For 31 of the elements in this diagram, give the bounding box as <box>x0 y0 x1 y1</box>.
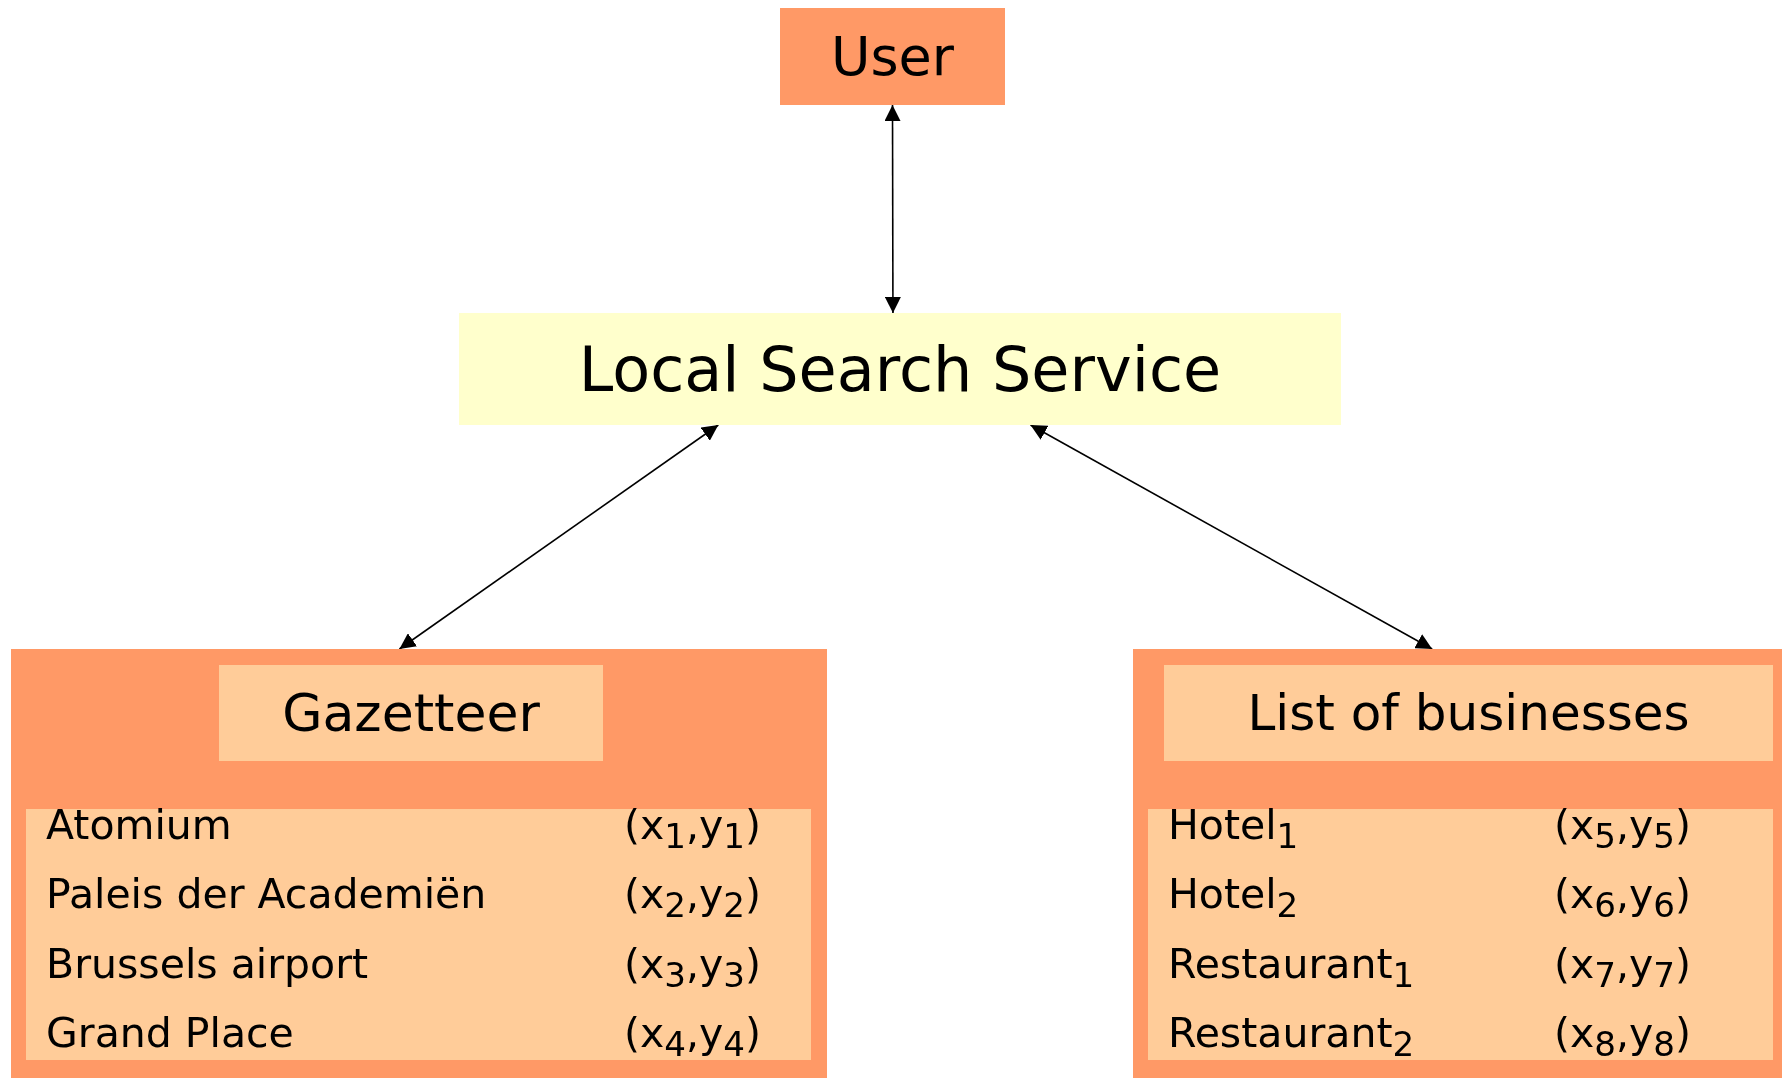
place-name: Restaurant$_{2}$ <box>1168 1007 1416 1066</box>
place-name: Paleis der Academiën <box>46 869 488 921</box>
place-name: Hotel$_{2}$ <box>1168 869 1300 928</box>
node-title: User <box>830 25 955 88</box>
coordinate-text: (x$_{8}$,y$_{8}$) <box>1554 1007 1693 1066</box>
place-name: Restaurant$_{1}$ <box>1168 938 1416 997</box>
label-box <box>219 665 603 761</box>
node-title: List of businesses <box>1247 684 1690 742</box>
node-title: Gazetteer <box>282 683 540 743</box>
label-box <box>780 8 1005 105</box>
node-title: Local Search Service <box>578 332 1222 406</box>
coordinate-text: (x$_{5}$,y$_{5}$) <box>1554 800 1693 859</box>
coordinate-text: (x$_{7}$,y$_{7}$) <box>1554 938 1693 997</box>
coordinate-text: (x$_{3}$,y$_{3}$) <box>624 938 763 997</box>
double-arrow <box>884 104 901 314</box>
data-panel <box>11 649 827 1078</box>
list-box <box>26 809 811 1060</box>
place-name: Grand Place <box>46 1007 295 1059</box>
coordinate-text: (x$_{2}$,y$_{2}$) <box>624 869 763 928</box>
coordinate-text: (x$_{4}$,y$_{4}$) <box>624 1007 763 1066</box>
coordinate-text: (x$_{1}$,y$_{1}$) <box>624 800 763 859</box>
double-arrow <box>398 424 720 650</box>
list-box <box>1148 809 1773 1060</box>
double-arrow <box>1029 424 1433 650</box>
data-panel <box>1133 649 1782 1078</box>
coordinate-text: (x$_{6}$,y$_{6}$) <box>1554 869 1693 928</box>
place-name: Hotel$_{1}$ <box>1168 800 1300 859</box>
label-box <box>459 313 1341 425</box>
label-box <box>1164 665 1773 761</box>
place-name: Atomium <box>46 800 233 852</box>
place-name: Brussels airport <box>46 938 370 990</box>
